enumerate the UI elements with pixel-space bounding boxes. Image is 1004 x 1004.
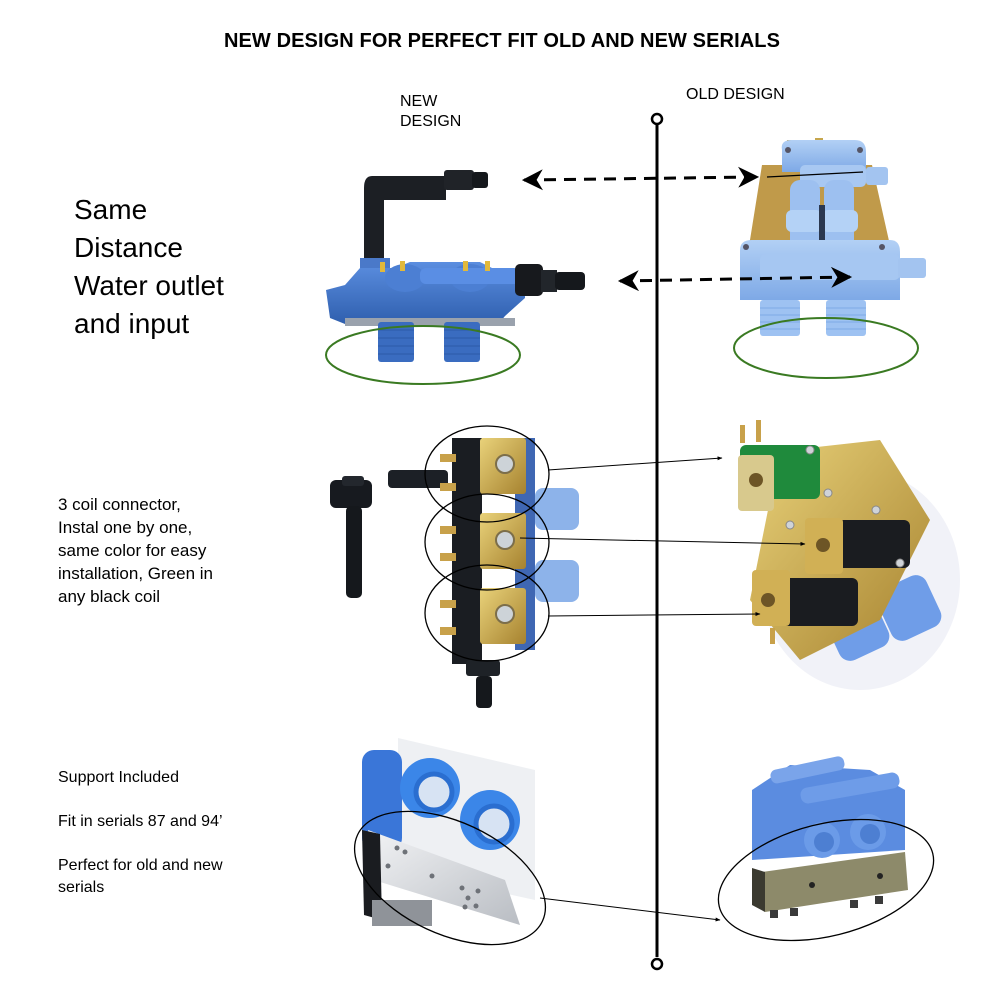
feature-coils-text: 3 coil connector, Instal one by one, sam…: [58, 493, 213, 608]
feature-support-text: Support Included Fit in serials 87 and 9…: [58, 767, 223, 899]
new-valve-support-image: [362, 738, 535, 926]
old-design-label: OLD DESIGN: [686, 86, 785, 103]
feature-line: same color for easy: [58, 541, 207, 560]
feature-line: Fit in serials 87 and 94’: [58, 813, 223, 830]
old-valve-support-image: [752, 756, 908, 918]
old-valve-front-image: [740, 138, 926, 336]
ellipse-old-support: [717, 818, 935, 942]
new-design-label: NEW DESIGN: [400, 92, 461, 132]
new-design-label-line1: NEW: [400, 93, 438, 110]
new-design-label-line2: DESIGN: [400, 113, 462, 130]
center-divider-line: [650, 112, 664, 971]
coil-circles: [424, 425, 550, 662]
feature-line: Distance: [74, 232, 183, 263]
feature-line: installation, Green in: [58, 564, 213, 583]
green-ellipse-new-inlets: [325, 325, 521, 385]
arrow-coil-middle: [519, 537, 806, 546]
green-ellipse-old-inlets: [733, 317, 919, 379]
arrow-coil-top: [547, 456, 723, 471]
new-valve-three-coils-image: [330, 438, 579, 708]
new-valve-front-image: [326, 170, 585, 362]
feature-distance-text: Same Distance Water outlet and input: [74, 191, 224, 343]
dashed-arrow-outlet-top: [521, 166, 760, 191]
arrow-coil-bottom: [547, 612, 761, 617]
feature-line: Instal one by one,: [58, 518, 193, 537]
ellipse-new-support: [353, 810, 547, 946]
arrow-support: [539, 897, 721, 922]
feature-line: 3 coil connector,: [58, 495, 181, 514]
page-title: NEW DESIGN FOR PERFECT FIT OLD AND NEW S…: [223, 30, 781, 52]
feature-line: Same: [74, 194, 148, 225]
feature-line: Water outlet: [74, 270, 224, 301]
feature-line: Perfect for old and new: [58, 857, 223, 874]
old-valve-coils-image: [738, 420, 960, 690]
dashed-arrow-outlet-bottom: [617, 266, 853, 292]
feature-line: and input: [74, 308, 190, 339]
feature-line: Support Included: [58, 769, 179, 786]
feature-line: serials: [58, 879, 105, 896]
feature-line: any black coil: [58, 587, 161, 606]
